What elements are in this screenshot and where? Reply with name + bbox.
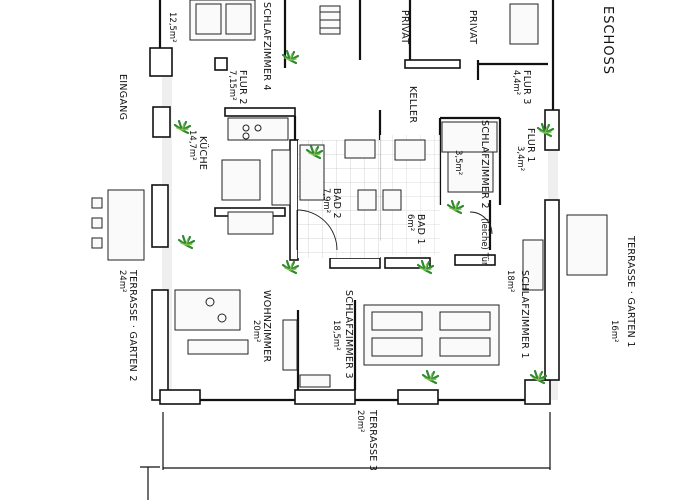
label-terrasse-garten2: TERRASSE · GARTEN 2 (127, 269, 138, 382)
label-flur1: FLUR 1 (525, 128, 536, 163)
area-schlafzimmer1: 18m² (505, 270, 515, 293)
label-flur3: FLUR 3 (521, 70, 532, 105)
furniture (91, 0, 608, 388)
label-schlafzimmer4: SCHLAFZIMMER 4 (261, 2, 272, 91)
dimension-line (140, 412, 551, 500)
area-schlafzimmer4: 12,5m² (167, 12, 177, 43)
area-schlafzimmer2: 3,5m² (453, 150, 463, 175)
label-flur2: FLUR 2 (237, 70, 248, 105)
area-kueche: 14,7m² (187, 130, 197, 161)
label-kueche: KÜCHE (197, 136, 208, 170)
exterior-walls (149, 0, 560, 405)
label-tuer: (leiche) Tür (479, 218, 489, 266)
label-wohnzimmer: WOHNZIMMER (261, 290, 272, 363)
label-bad2: BAD 2 (331, 188, 342, 219)
door-swings (296, 209, 493, 251)
plan-heading: ESCHOSS (600, 6, 615, 75)
label-schlafzimmer2: SCHLAFZIMMER 2 (479, 120, 490, 209)
label-eingang: EINGANG (117, 74, 128, 120)
label-terrasse-garten1: TERRASSE · GARTEN 1 (625, 235, 636, 348)
label-schlafzimmer1: SCHLAFZIMMER 1 (519, 270, 530, 359)
area-flur2: 7,15m² (227, 70, 237, 101)
label-schlafzimmer3: SCHLAFZIMMER 3 (343, 290, 354, 379)
label-bad1: BAD 1 (415, 214, 426, 245)
area-bad1: 6m² (405, 214, 415, 231)
label-privat-a: PRIVAT (399, 10, 410, 44)
area-schlafzimmer3: 18,5m² (331, 320, 341, 351)
area-terrasse-garten2: 24m² (117, 270, 127, 293)
label-keller: KELLER (407, 86, 418, 123)
area-terrasse3: 20m² (355, 410, 365, 433)
label-terrasse3: TERRASSE 3 (367, 409, 378, 471)
area-wohnzimmer: 20m² (251, 320, 261, 343)
area-bad2: 7,9m² (321, 188, 331, 213)
area-flur3: 4,4m² (511, 70, 521, 95)
area-terrasse-garten1: 16m² (609, 320, 619, 343)
label-privat-b: PRIVAT (467, 10, 478, 44)
area-flur1: 3,4m² (515, 146, 525, 171)
